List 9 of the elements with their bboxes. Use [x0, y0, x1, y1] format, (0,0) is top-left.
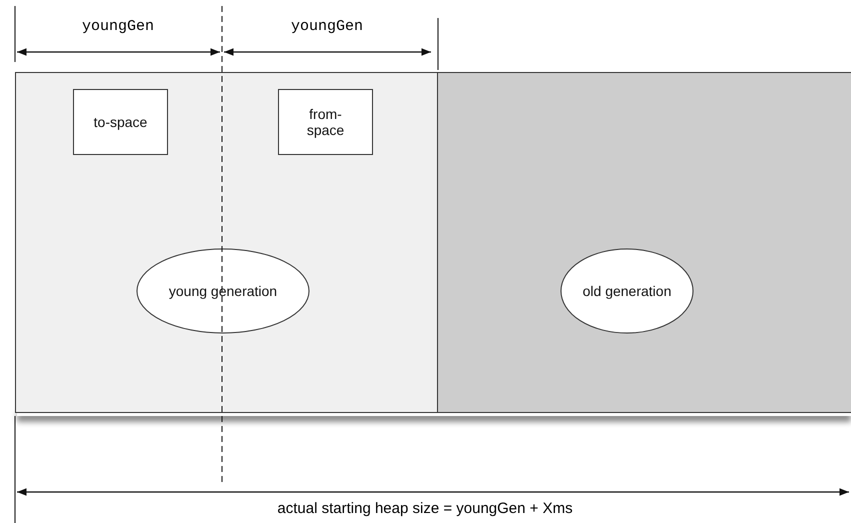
dimension-label: youngGen — [291, 18, 363, 35]
dimension-label: youngGen — [82, 18, 154, 35]
young-region — [15, 72, 438, 413]
old-region — [438, 72, 851, 413]
ellipse: old generation — [560, 248, 694, 334]
memory-box: to-space — [73, 89, 168, 155]
dimension-label: actual starting heap size = youngGen + Xms — [277, 500, 573, 517]
ellipse: young generation — [136, 248, 310, 334]
memory-box: from-space — [278, 89, 373, 155]
